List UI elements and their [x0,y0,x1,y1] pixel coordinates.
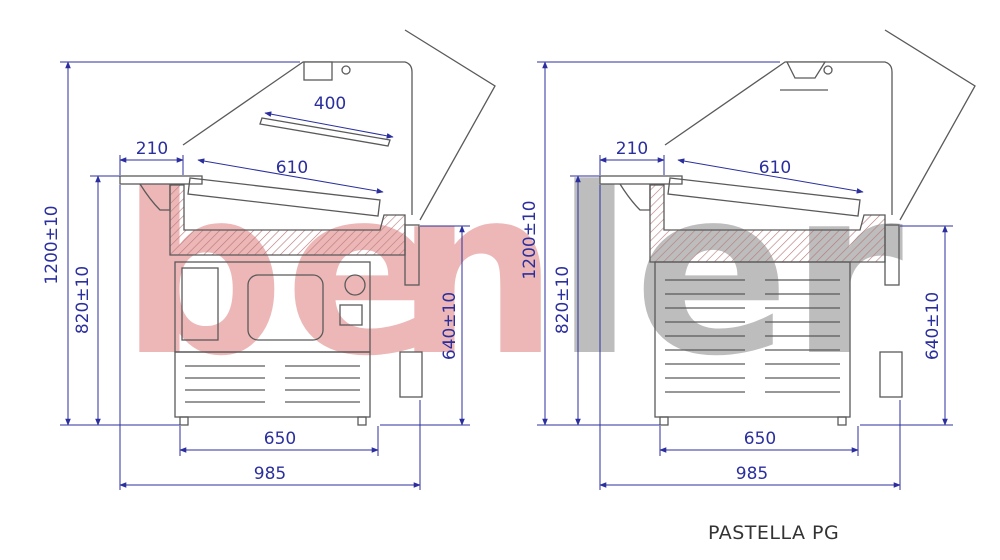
right-base-width-label: 650 [744,429,776,449]
right-height-ledge-label: 640±10 [923,292,943,360]
right-dimension-lines [537,61,953,490]
left-height-ledge-label: 640±10 [440,292,460,360]
brand-watermark: be n ler [120,140,903,407]
right-height-counter-label: 820±10 [553,266,573,334]
left-dimension-labels: 1200±10 820±10 640±10 210 400 610 650 98… [42,94,460,484]
left-pan-width-label: 610 [276,158,308,178]
left-ledge-label: 210 [136,139,168,159]
right-pan-width-label: 610 [759,158,791,178]
left-overall-width-label: 985 [254,464,286,484]
left-base-width-label: 650 [264,429,296,449]
right-dimension-labels: 1200±10 820±10 640±10 210 610 650 985 [520,139,943,484]
left-shelf-label: 400 [314,94,346,114]
left-cabinet-drawing [119,29,496,426]
left-dimension-lines [60,61,470,490]
left-height-counter-label: 820±10 [73,266,93,334]
model-name: PASTELLA PG [708,522,839,544]
left-height-total-label: 1200±10 [42,205,62,284]
right-cabinet-drawing [599,29,976,426]
right-overall-width-label: 985 [736,464,768,484]
right-height-total-label: 1200±10 [520,200,540,279]
right-ledge-label: 210 [616,139,648,159]
